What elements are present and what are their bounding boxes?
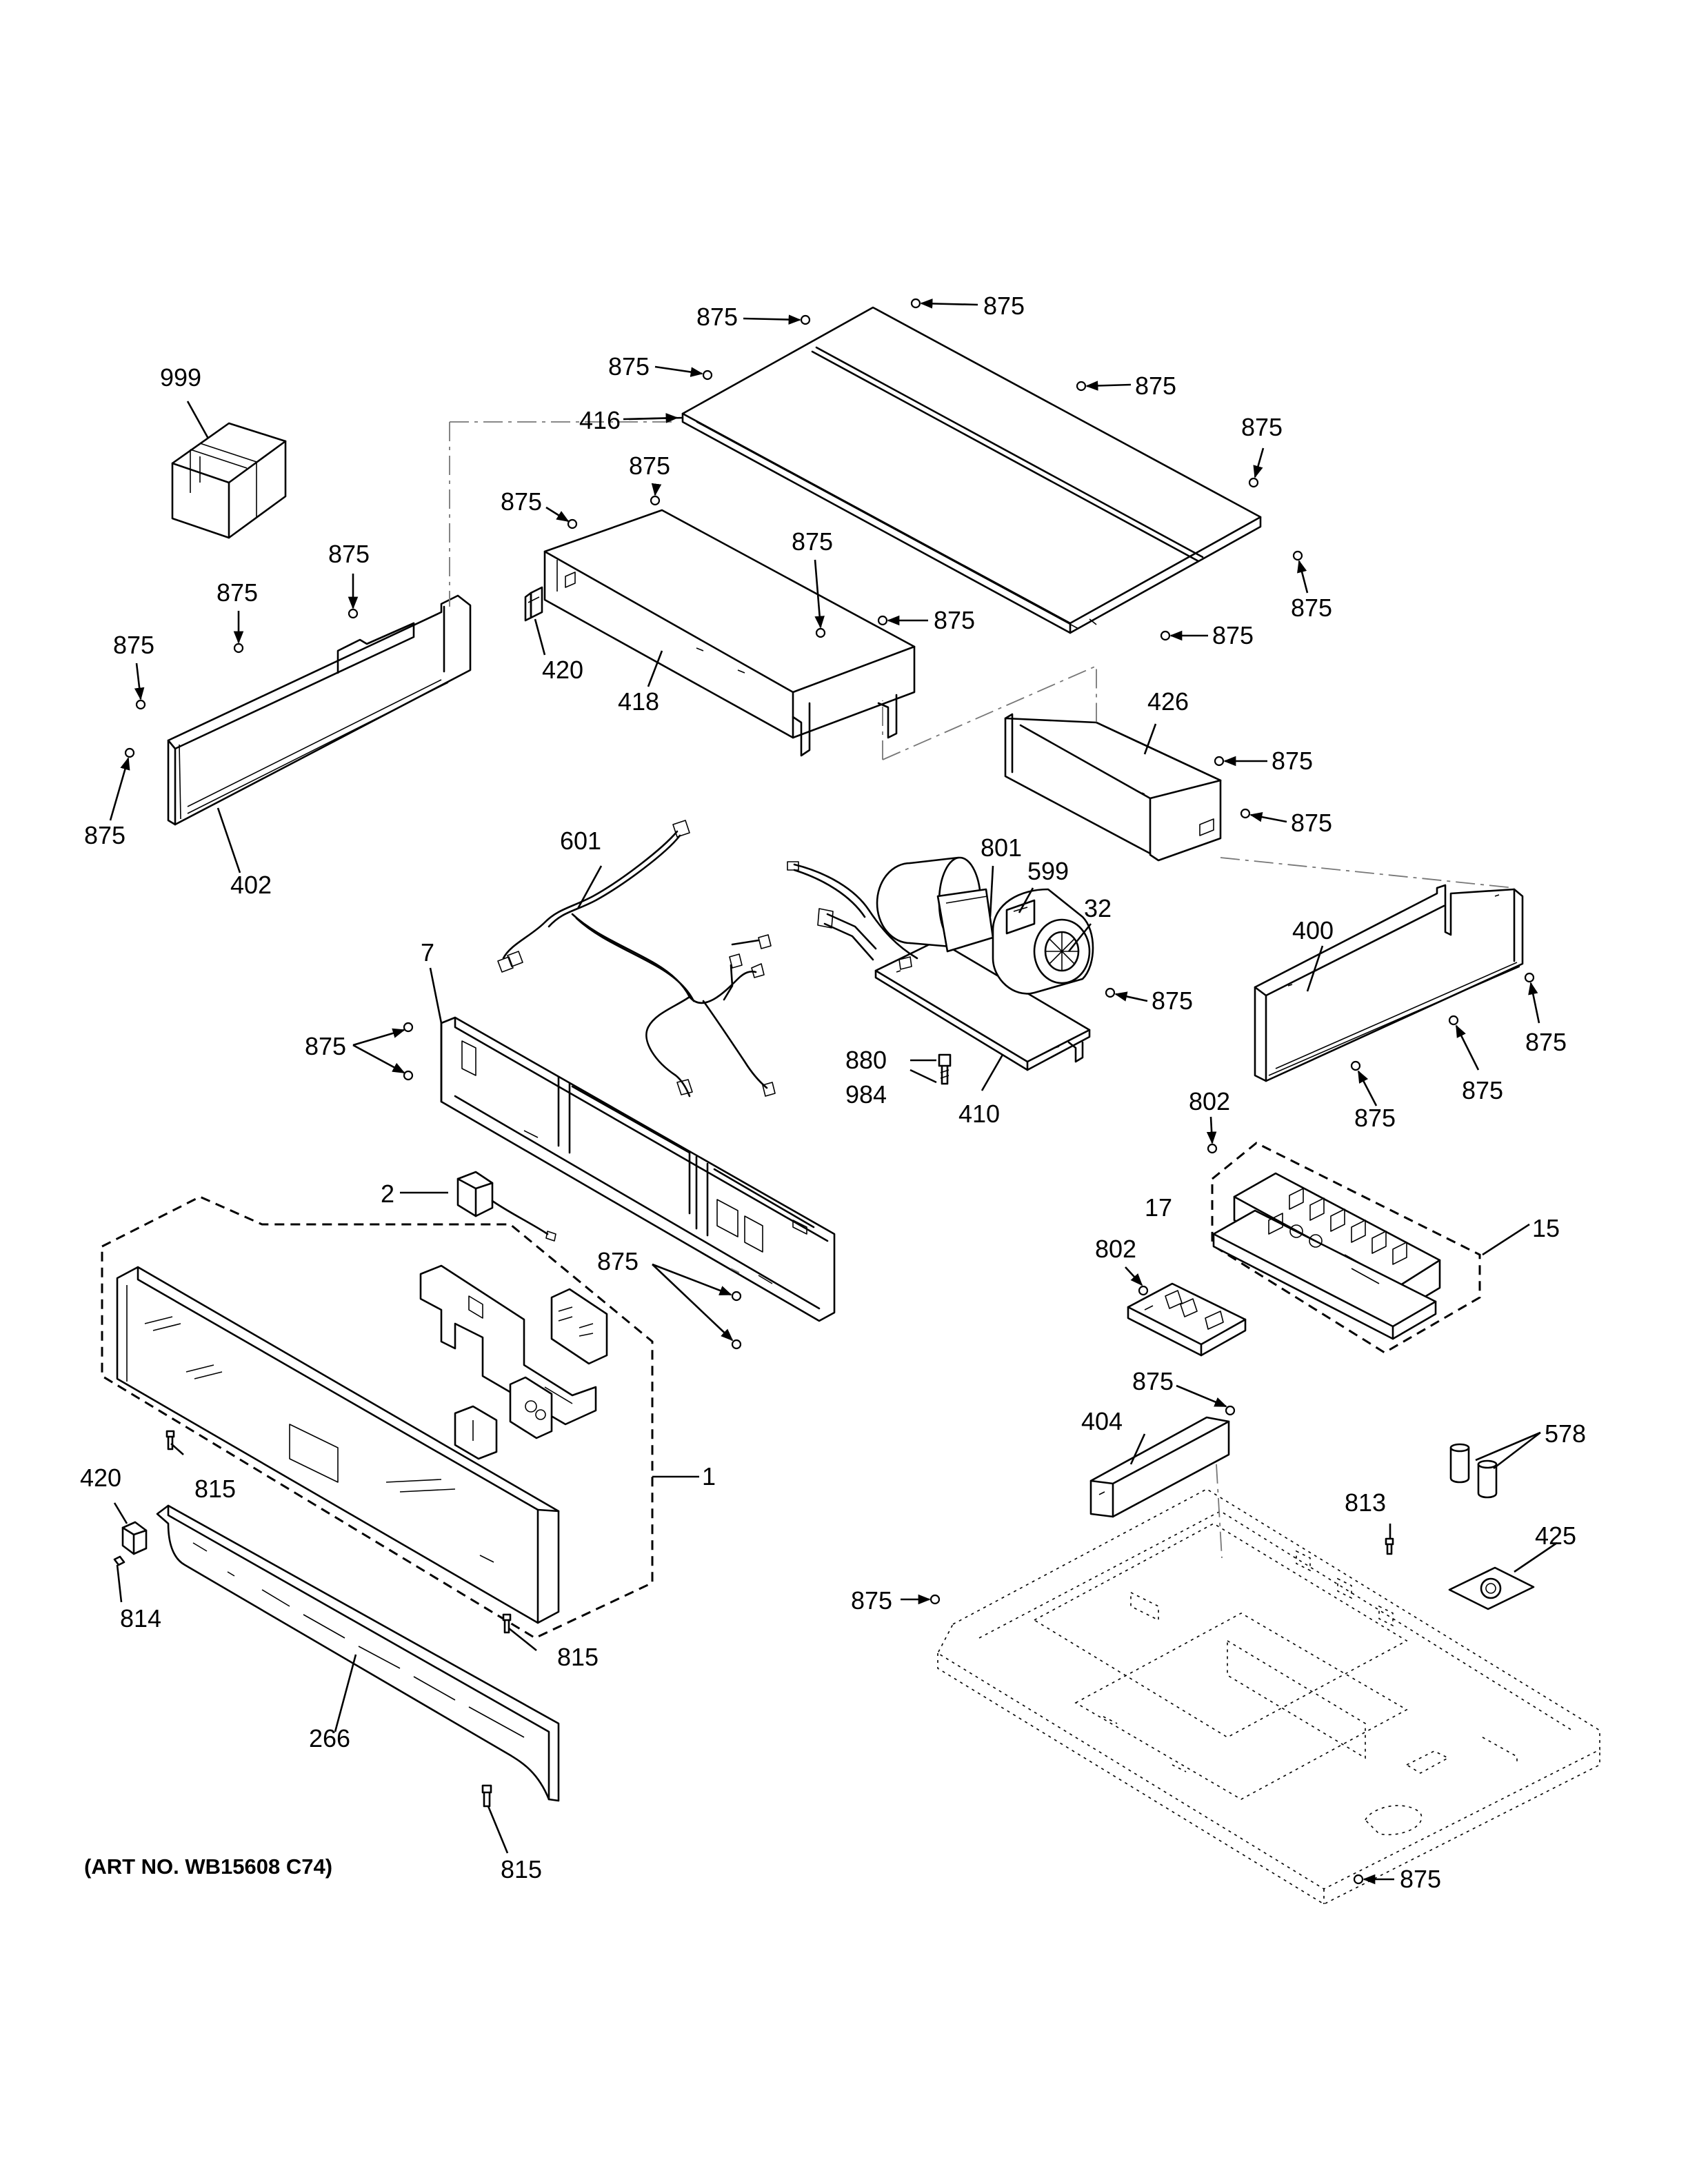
callout-875: 875 [113,631,154,659]
callout-875: 875 [1462,1076,1503,1104]
part-266-front-trim [156,1504,560,1808]
part-416-top-cover [681,306,1262,634]
callout-815: 815 [194,1475,236,1503]
callout-17: 17 [1145,1193,1172,1222]
part-410-blower-assembly [787,856,1094,1085]
callout-813: 813 [1345,1488,1386,1517]
callout-404: 404 [1081,1407,1123,1435]
callout-875: 875 [501,487,542,516]
callout-400: 400 [1292,916,1334,944]
callout-875: 875 [217,578,258,607]
callout-875: 875 [696,303,738,331]
callout-875: 875 [328,540,370,568]
part-425-plate [1448,1566,1535,1610]
part-404-bracket [1089,1416,1230,1518]
part-17-control-board [1127,1282,1247,1357]
callout-7: 7 [421,938,434,967]
callout-15: 15 [1532,1214,1560,1242]
callout-875: 875 [84,821,125,849]
part-1-control-assembly [101,1195,654,1639]
callout-875: 875 [597,1247,639,1275]
callout-802: 802 [1189,1087,1230,1115]
callout-875: 875 [1272,747,1313,775]
callout-875: 875 [1525,1028,1567,1056]
leader-lines [109,299,1558,1885]
callout-875: 875 [1400,1865,1441,1893]
callout-875: 875 [851,1586,892,1615]
callout-266: 266 [309,1724,350,1752]
part-402-side-panel [167,594,472,826]
callout-999: 999 [160,363,201,392]
callout-815: 815 [501,1855,542,1883]
alignment-lines [449,421,1515,1559]
callout-420: 420 [80,1464,121,1492]
callout-814: 814 [120,1604,161,1632]
callout-426: 426 [1147,687,1189,716]
callout-32: 32 [1084,894,1112,922]
callout-420: 420 [542,656,583,684]
part-426-side-panel [1004,713,1222,862]
part-400-side-panel [1254,884,1524,1082]
callout-601: 601 [560,827,601,855]
callout-875: 875 [983,292,1025,320]
part-15-relay-board [1211,1142,1481,1354]
part-999-carton [171,422,287,539]
callout-410: 410 [958,1100,1000,1128]
part-420-clip-lower [113,1521,148,1566]
callout-984: 984 [845,1080,887,1109]
chassis-bottom [936,1488,1600,1905]
callout-875: 875 [934,606,975,634]
callout-599: 599 [1027,857,1069,885]
callout-425: 425 [1535,1521,1576,1550]
callout-2: 2 [381,1180,394,1208]
callout-578: 578 [1545,1419,1586,1448]
part-418-vent-duct [543,509,916,757]
callout-875: 875 [1241,413,1283,441]
callout-labels: 999 875 875 875 875 875 416 875 875 875 … [80,292,1586,1893]
callout-875: 875 [305,1032,346,1060]
callout-875: 875 [1291,809,1332,837]
callout-1: 1 [702,1462,716,1490]
callout-402: 402 [230,871,272,899]
callout-875: 875 [608,352,650,381]
art-number-label: (ART NO. WB15608 C74) [84,1854,332,1879]
callout-875: 875 [792,527,833,556]
callout-875: 875 [1212,621,1254,649]
part-2-door-switch [456,1171,556,1242]
part-578-capacitors [1449,1443,1498,1499]
callout-875: 875 [629,452,670,480]
callout-875: 875 [1152,987,1193,1015]
callout-875: 875 [1291,594,1332,622]
screws-875 [124,298,1535,1885]
part-601-wire-harness [497,820,776,1098]
part-813-fastener [1385,1537,1394,1555]
callout-416: 416 [579,406,621,434]
callout-815: 815 [557,1643,599,1671]
part-7-control-frame [440,1016,836,1322]
callout-802: 802 [1095,1235,1136,1263]
part-420-bracket-upper [524,586,543,622]
callout-875: 875 [1132,1367,1174,1395]
callout-418: 418 [618,687,659,716]
callout-880: 880 [845,1046,887,1074]
callout-801: 801 [981,833,1022,862]
callout-875: 875 [1354,1104,1396,1132]
callout-875: 875 [1135,372,1176,400]
